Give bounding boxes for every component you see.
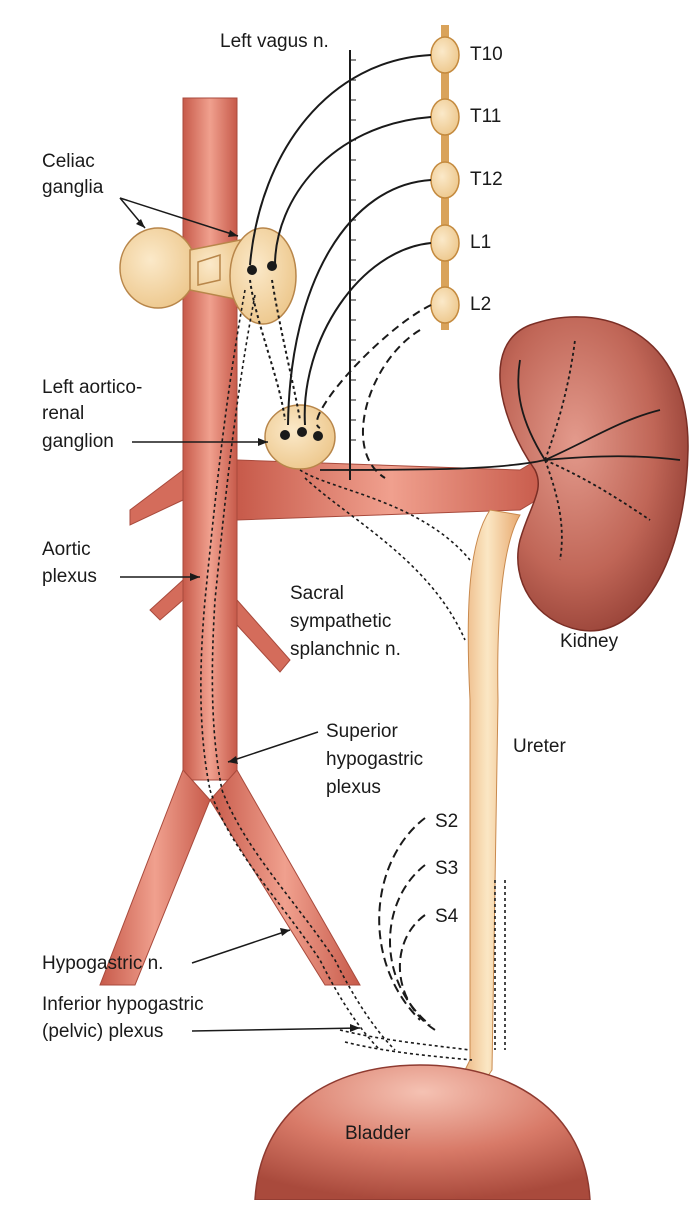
vagus-nerve	[349, 50, 356, 480]
label-t11: T11	[470, 106, 502, 127]
label-sacral-1: Sacral	[290, 583, 344, 604]
bladder	[254, 1064, 591, 1201]
renal-nerves	[319, 339, 681, 561]
label-s3: S3	[435, 858, 459, 879]
label-sacral-2: sympathetic	[290, 611, 392, 632]
label-kidney: Kidney	[560, 631, 619, 652]
label-inferior-1: Inferior hypogastric	[42, 994, 204, 1015]
label-sacral-3: splanchnic n.	[290, 639, 401, 660]
label-left-vagus: Left vagus n.	[220, 31, 329, 52]
label-ureter: Ureter	[513, 736, 566, 757]
splanchnic-nerves	[249, 54, 432, 479]
label-hypogastric-n: Hypogastric n.	[42, 953, 164, 974]
aorticorenal-ganglion	[264, 404, 336, 470]
celiac-ganglia	[119, 227, 297, 325]
sacral-nerves	[378, 817, 436, 1031]
label-aorticorenal-3: ganglion	[42, 431, 114, 452]
aortic-plexus	[200, 289, 471, 1051]
label-bladder: Bladder	[345, 1123, 411, 1144]
kidney	[499, 316, 689, 632]
label-s2: S2	[435, 811, 459, 832]
spinal-segments	[430, 25, 460, 330]
label-t12: T12	[470, 169, 503, 190]
label-t10: T10	[470, 44, 503, 65]
arrow-heads	[136, 219, 360, 1032]
label-l2: L2	[470, 294, 492, 315]
label-s4: S4	[435, 906, 459, 927]
label-superior-1: Superior	[326, 721, 398, 742]
label-celiac-1: Celiac	[42, 151, 95, 172]
label-inferior-2: (pelvic) plexus	[42, 1021, 164, 1042]
label-aorticorenal-1: Left aortico-	[42, 377, 143, 398]
pelvic-plexus	[339, 880, 506, 1061]
ureter	[454, 509, 521, 1096]
label-aortic-plexus-1: Aortic	[42, 539, 91, 560]
label-celiac-2: ganglia	[42, 177, 104, 198]
label-superior-2: hypogastric	[326, 749, 424, 770]
label-superior-3: plexus	[326, 777, 381, 798]
label-aortic-plexus-2: plexus	[42, 566, 97, 587]
label-aorticorenal-2: renal	[42, 403, 85, 424]
label-l1: L1	[470, 232, 492, 253]
